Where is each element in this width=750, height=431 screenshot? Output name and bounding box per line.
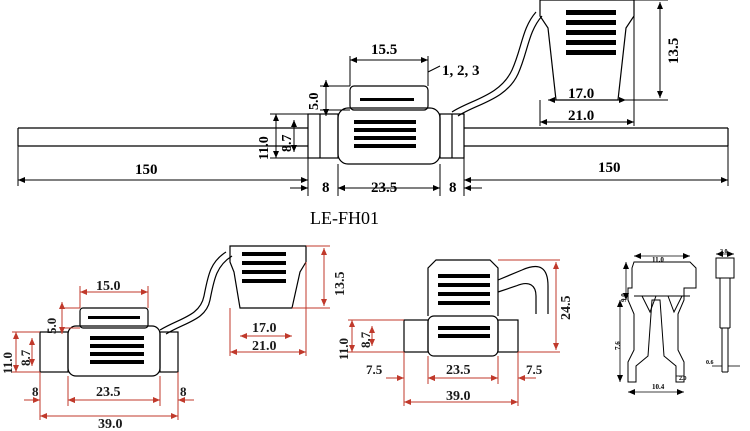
dim-cap-width: 15.5 bbox=[371, 42, 397, 58]
fuse-dimensions bbox=[617, 251, 740, 395]
fuse-dim-height-lower: 7.6 bbox=[614, 341, 622, 350]
bl-body bbox=[67, 325, 161, 377]
dim-cap-side-height: 13.5 bbox=[666, 38, 682, 64]
bl-dim-body-width: 23.5 bbox=[96, 385, 121, 400]
top-dimension-labels: 150 150 8 23.5 8 15.5 1, 2, 3 5.0 11.0 8… bbox=[135, 38, 682, 228]
bm-cap bbox=[427, 259, 499, 316]
bl-dim-height-inner: 8.7 bbox=[18, 349, 33, 366]
dim-right-collar: 8 bbox=[449, 180, 457, 196]
bl-dim-cap-height: 5.0 bbox=[44, 318, 59, 334]
fuse-blade-view bbox=[627, 257, 735, 383]
bl-dim-total-width: 39.0 bbox=[98, 417, 123, 431]
callout-label: 1, 2, 3 bbox=[442, 63, 480, 79]
bm-dim-total-height: 24.5 bbox=[559, 296, 574, 321]
bm-dim-left-collar: 7.5 bbox=[366, 362, 383, 377]
bl-loose-cap bbox=[229, 245, 307, 309]
bm-dim-height-outer: 11.0 bbox=[336, 338, 351, 360]
fuse-dim-side-top: 2.0 bbox=[720, 249, 728, 255]
left-wire bbox=[17, 127, 308, 147]
fuse-side-profile bbox=[715, 257, 735, 279]
dim-cap-top-width: 17.0 bbox=[568, 86, 594, 102]
model-caption: LE-FH01 bbox=[310, 208, 379, 228]
bm-body bbox=[427, 315, 499, 357]
fuse-labels: 11.0 9.0 7.6 10.4 2.0 2.0 0.6 bbox=[614, 249, 728, 391]
bl-dim-cap-width: 15.0 bbox=[96, 279, 121, 294]
bm-right-collar bbox=[497, 319, 519, 353]
bottom-left-holder-view bbox=[39, 245, 307, 377]
bm-dim-height-inner: 8.7 bbox=[358, 331, 373, 348]
holder-body bbox=[337, 107, 441, 165]
bm-dim-right-collar: 7.5 bbox=[526, 362, 543, 377]
fuse-dim-top-width: 11.0 bbox=[652, 256, 664, 264]
bottom-middle-dimensions bbox=[348, 259, 560, 406]
fuse-dim-bottom-width: 10.4 bbox=[652, 383, 665, 391]
fuse-dim-side-bottom: 0.6 bbox=[706, 360, 714, 366]
fuse-outline bbox=[627, 261, 697, 383]
bottom-left-labels: 15.0 5.0 11.0 8.7 8 23.5 8 39.0 17.0 21.… bbox=[0, 272, 348, 431]
bl-dim-height-outer: 11.0 bbox=[0, 352, 15, 374]
dim-height-outer: 11.0 bbox=[257, 136, 272, 160]
dim-cap-height: 5.0 bbox=[307, 93, 322, 111]
bl-dim-cap-bottom-width: 21.0 bbox=[252, 339, 277, 354]
bm-dim-body-width: 23.5 bbox=[446, 363, 471, 378]
body-ribs bbox=[354, 98, 416, 148]
bl-dim-cap-top-width: 17.0 bbox=[252, 321, 277, 336]
bm-left-collar bbox=[403, 319, 429, 353]
dim-cap-bottom-width: 21.0 bbox=[568, 108, 594, 124]
dim-left-wire: 150 bbox=[135, 162, 158, 178]
fuse-dim-height-upper: 9.0 bbox=[620, 293, 628, 302]
bm-tether bbox=[497, 265, 549, 314]
holder-cap bbox=[349, 85, 429, 111]
dim-body-width: 23.5 bbox=[371, 180, 397, 196]
bl-dim-left-collar: 8 bbox=[32, 384, 39, 399]
left-collar bbox=[307, 113, 339, 159]
dim-height-inner: 8.7 bbox=[280, 135, 295, 153]
loose-cap bbox=[539, 0, 635, 101]
bl-left-collar bbox=[39, 331, 69, 373]
bl-dim-right-collar: 8 bbox=[180, 384, 187, 399]
dim-left-collar: 8 bbox=[322, 180, 330, 196]
bl-dim-cap-side-height: 13.5 bbox=[333, 272, 348, 297]
dim-right-wire: 150 bbox=[598, 160, 621, 176]
bottom-middle-labels: 11.0 8.7 7.5 23.5 7.5 39.0 24.5 bbox=[336, 296, 574, 405]
bl-right-collar bbox=[159, 331, 179, 373]
bottom-left-dimensions bbox=[12, 245, 330, 420]
right-wire bbox=[464, 127, 729, 147]
top-fuse-holder-view bbox=[17, 0, 729, 165]
fuse-dim-tab-gap: 2.0 bbox=[679, 376, 687, 382]
top-dimensions bbox=[17, 0, 729, 196]
bl-cap bbox=[79, 307, 149, 329]
bm-dim-total-width: 39.0 bbox=[446, 389, 471, 404]
cap-tether-wire bbox=[451, 11, 537, 113]
bottom-middle-holder-view bbox=[403, 259, 549, 357]
